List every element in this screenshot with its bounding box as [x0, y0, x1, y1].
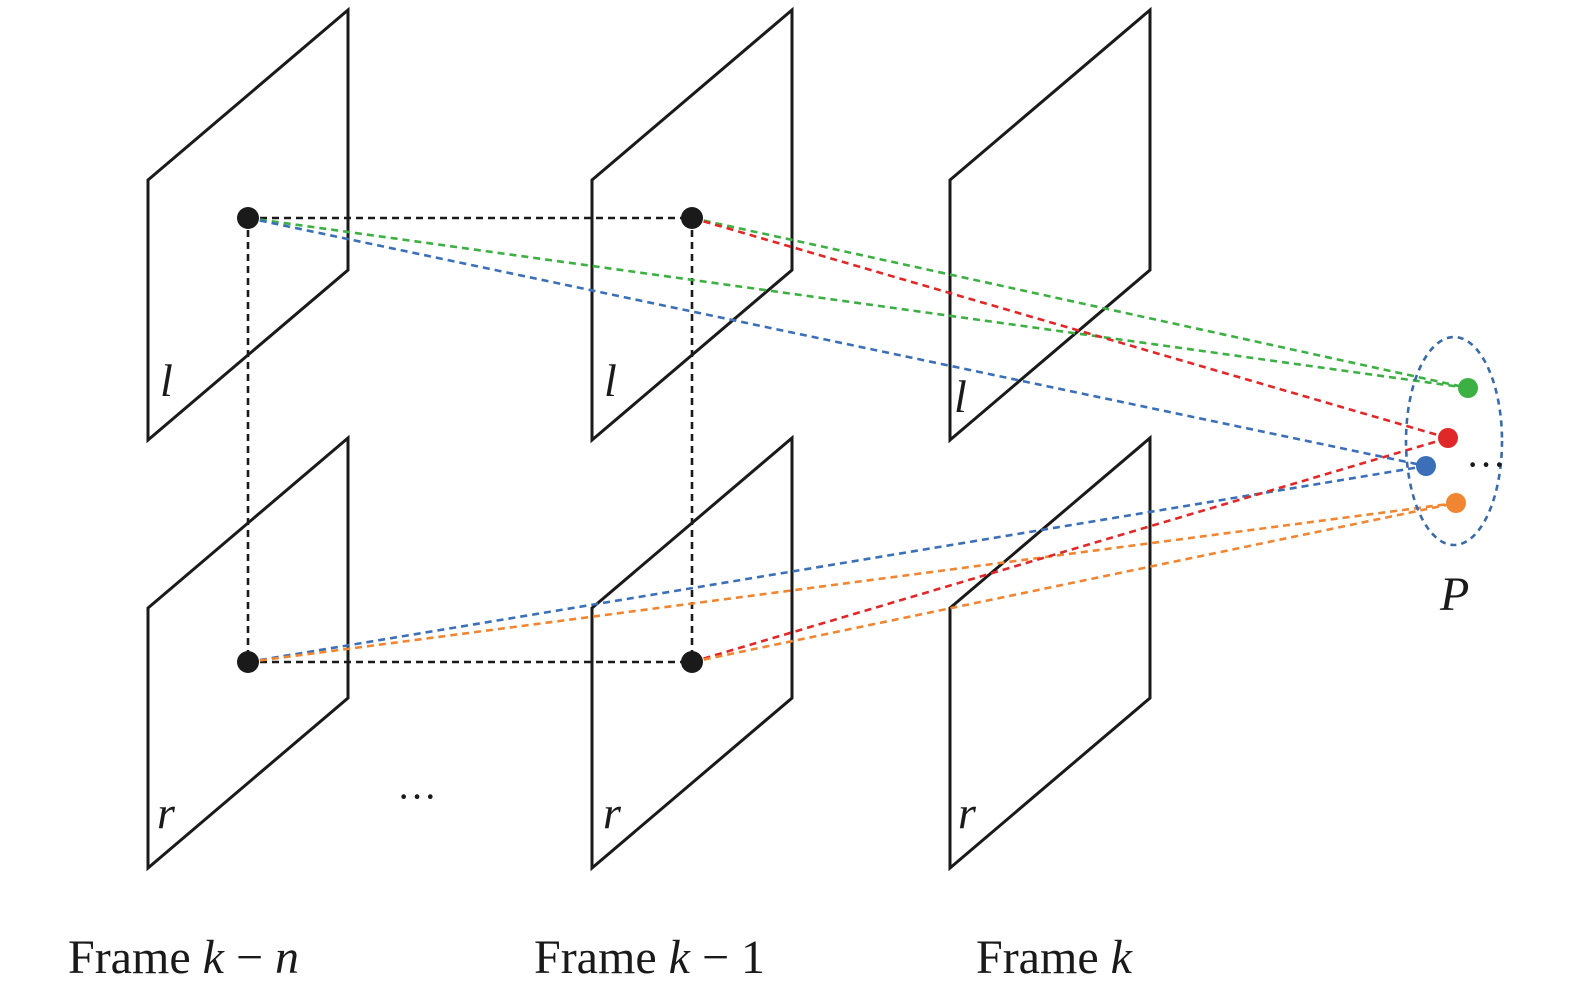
orange-ray-from-k-n-right [247, 501, 1457, 664]
temporal-stereo-correspondence [246, 216, 694, 664]
plane-label-l: l [160, 355, 173, 406]
frame-k-1-left-plane [590, 6, 794, 444]
plane-label-l: l [954, 371, 967, 422]
point-set-boundary [1404, 335, 1504, 547]
frame-caption-k-1: Frame k − 1 [534, 931, 765, 984]
frame-caption-index: k [203, 931, 226, 984]
plane-labels: l l l r r r [157, 355, 977, 838]
orange-ray-from-k-1-right [691, 501, 1457, 664]
green-ray-from-k-n-left [247, 216, 1469, 390]
blue-3d-point [1416, 456, 1436, 476]
frame-k-left-plane [948, 6, 1152, 444]
feature-point-k-n-right [237, 651, 259, 673]
frame-caption-word: Frame [534, 931, 657, 984]
frame-caption-offset: 1 [741, 931, 765, 984]
plane-label-r: r [157, 787, 176, 838]
frame-caption-word: Frame [976, 931, 1099, 984]
plane-label-r: r [603, 787, 622, 838]
feature-point-k-1-right [681, 651, 703, 673]
frame-caption-word: Frame [68, 931, 191, 984]
frame-caption-offset: n [275, 931, 299, 984]
point-set-more-marker: ··· [1466, 442, 1506, 487]
frame-k-right-plane [948, 434, 1152, 872]
frame-caption-minus: − [702, 931, 729, 984]
frame-caption-index: k [669, 931, 692, 984]
frame-captions: Frame k − n Frame k − 1 Frame k [68, 931, 1134, 984]
green-ray-from-k-1-left [691, 216, 1469, 390]
frame-k-n-right-plane [146, 434, 350, 872]
point-set-label: P [1439, 568, 1469, 621]
red-3d-point [1438, 428, 1458, 448]
plane-label-r: r [958, 787, 977, 838]
frame-caption-index: k [1111, 931, 1134, 984]
red-ray-from-k-1-left [691, 216, 1449, 440]
feature-point-k-1-left [681, 207, 703, 229]
point-set: ··· P [1404, 335, 1506, 621]
orange-3d-point [1446, 493, 1466, 513]
frame-k-n-planes [146, 6, 350, 872]
feature-points [237, 207, 703, 673]
red-ray-from-k-1-right [691, 436, 1449, 664]
feature-point-k-n-left [237, 207, 259, 229]
frame-caption-k-n: Frame k − n [68, 931, 299, 984]
frame-k-1-right-plane [590, 434, 794, 872]
blue-ray-from-k-n-left [247, 216, 1427, 468]
plane-label-l: l [604, 355, 617, 406]
frame-caption-minus: − [236, 931, 263, 984]
frame-k-planes [948, 6, 1152, 872]
frame-k-n-left-plane [146, 6, 350, 444]
frame-k-1-planes [590, 6, 794, 872]
frame-caption-k: Frame k [976, 931, 1134, 984]
projection-rays [247, 216, 1469, 664]
green-3d-point [1458, 378, 1478, 398]
frames-ellipsis: ··· [397, 774, 437, 819]
